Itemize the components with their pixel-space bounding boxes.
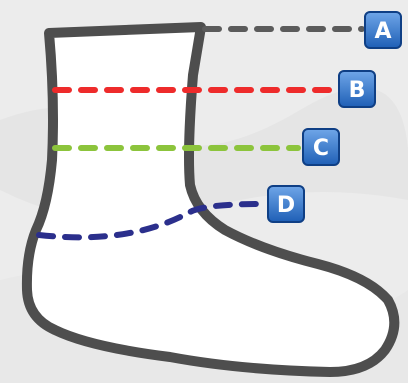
sock-outline (21, 22, 400, 377)
marker-label-c: C (313, 136, 329, 161)
measure-line-d (36, 201, 265, 241)
marker-label-b: B (349, 78, 366, 103)
marker-badge-b: B (338, 70, 376, 108)
marker-label-d: D (277, 193, 295, 218)
marker-badge-a: A (364, 11, 402, 49)
marker-badge-c: C (302, 128, 340, 166)
marker-label-a: A (374, 19, 391, 44)
marker-badge-d: D (267, 185, 305, 223)
